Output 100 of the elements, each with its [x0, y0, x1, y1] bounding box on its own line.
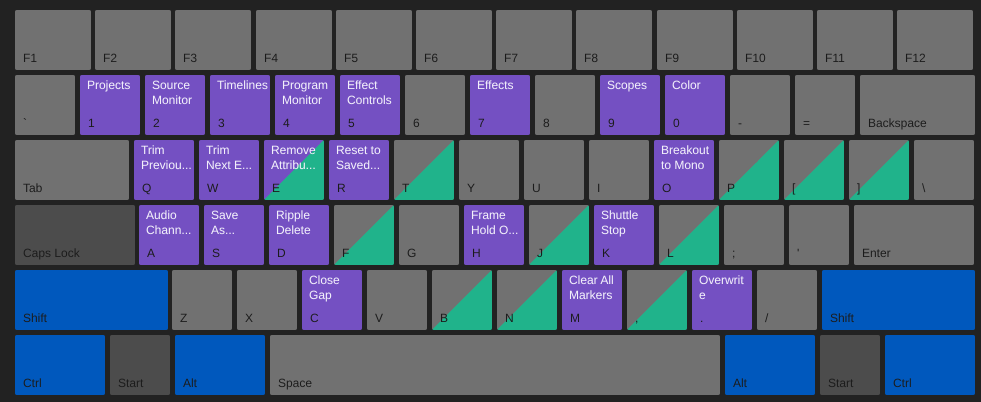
key-label: F [342, 246, 350, 261]
key-label: F11 [825, 51, 845, 66]
keyboard-key [432, 270, 492, 330]
key-label: U [532, 181, 541, 196]
key-label: I [597, 181, 600, 196]
keyboard-key [757, 270, 817, 330]
key-label: W [207, 181, 218, 196]
key-label: 3 [218, 116, 225, 131]
keyboard-key [80, 75, 140, 135]
keyboard-key [654, 140, 714, 200]
keyboard-key [15, 140, 129, 200]
key-label: Space [278, 376, 312, 391]
key-label: C [310, 311, 319, 326]
keyboard-key [820, 335, 880, 395]
keyboard-key [270, 335, 720, 395]
key-label: F8 [584, 51, 598, 66]
keyboard-key [496, 10, 572, 70]
keyboard-key [860, 75, 975, 135]
keyboard-key [562, 270, 622, 330]
key-label: 2 [153, 116, 160, 131]
key-label: N [505, 311, 514, 326]
keyboard-key [139, 205, 199, 265]
keyboard-key [897, 10, 973, 70]
key-label: Ctrl [23, 376, 42, 391]
key-label: F5 [344, 51, 358, 66]
key-label: 0 [673, 116, 680, 131]
shortcut-label: Save As... [211, 208, 240, 238]
key-label: Shift [23, 311, 48, 326]
keyboard-key [692, 270, 752, 330]
keyboard-key [134, 140, 194, 200]
key-label: ` [23, 116, 27, 131]
key-label: - [738, 116, 742, 131]
key-label: R [337, 181, 346, 196]
keyboard-key [15, 10, 91, 70]
keyboard-key [367, 270, 427, 330]
shortcut-label: Color [672, 78, 701, 93]
shortcut-label: Trim Next E... [206, 143, 254, 173]
keyboard-key [459, 140, 519, 200]
keyboard-key [275, 75, 335, 135]
key-label: Alt [183, 376, 198, 391]
keyboard-key [795, 75, 855, 135]
key-label: K [602, 246, 610, 261]
key-label: D [277, 246, 286, 261]
shortcut-label: Projects [87, 78, 130, 93]
key-label: O [662, 181, 672, 196]
keyboard-key [600, 75, 660, 135]
keyboard-key [329, 140, 389, 200]
shortcut-label: Trim Previou... [141, 143, 192, 173]
keyboard-key [784, 140, 844, 200]
keyboard-key [269, 205, 329, 265]
keyboard-key [665, 75, 725, 135]
key-label: ; [732, 246, 736, 261]
key-label: L [667, 246, 674, 261]
key-label: F2 [103, 51, 118, 66]
key-label: , [635, 311, 638, 326]
key-label: G [407, 246, 416, 261]
keyboard-key [885, 335, 975, 395]
keyboard-key [529, 205, 589, 265]
keyboard-key [657, 10, 733, 70]
shortcut-label: Overwrite [699, 273, 745, 303]
keyboard-key [416, 10, 492, 70]
keyboard-key [95, 10, 171, 70]
keyboard-key [399, 205, 459, 265]
shortcut-label: Reset to Saved... [336, 143, 382, 173]
keyboard-key [256, 10, 332, 70]
key-label: X [245, 311, 254, 326]
shortcut-label: Shuttle Stop [601, 208, 640, 238]
key-label: Shift [830, 311, 854, 326]
keyboard-key [627, 270, 687, 330]
keyboard-key [464, 205, 524, 265]
keyboard-key [405, 75, 465, 135]
shortcut-label: Ripple Delete [276, 208, 312, 238]
keyboard-key [589, 140, 649, 200]
keyboard-key [336, 10, 412, 70]
shortcut-label: Clear All Markers [569, 273, 615, 303]
key-label: T [402, 181, 410, 196]
key-label: ' [797, 246, 800, 261]
key-label: P [727, 181, 736, 196]
key-label: H [472, 246, 481, 261]
keyboard-key [914, 140, 974, 200]
keyboard-key [210, 75, 270, 135]
keyboard-key [737, 10, 813, 70]
keyboard-key [730, 75, 790, 135]
keyboard-key [470, 75, 530, 135]
shortcut-label: Effect Controls [347, 78, 393, 108]
key-label: 4 [283, 116, 290, 131]
key-label: V [375, 311, 384, 326]
keyboard-key [175, 10, 251, 70]
key-label: . [700, 311, 704, 326]
keyboard-key [659, 205, 719, 265]
keyboard-key [172, 270, 232, 330]
key-label: \ [922, 181, 926, 196]
keyboard-key [524, 140, 584, 200]
key-label: Tab [23, 181, 42, 196]
key-label: ] [857, 181, 860, 196]
key-label: F10 [745, 51, 766, 66]
keyboard-key [340, 75, 400, 135]
key-label: 5 [348, 116, 355, 131]
keyboard-key [497, 270, 557, 330]
keyboard-key [15, 75, 75, 135]
